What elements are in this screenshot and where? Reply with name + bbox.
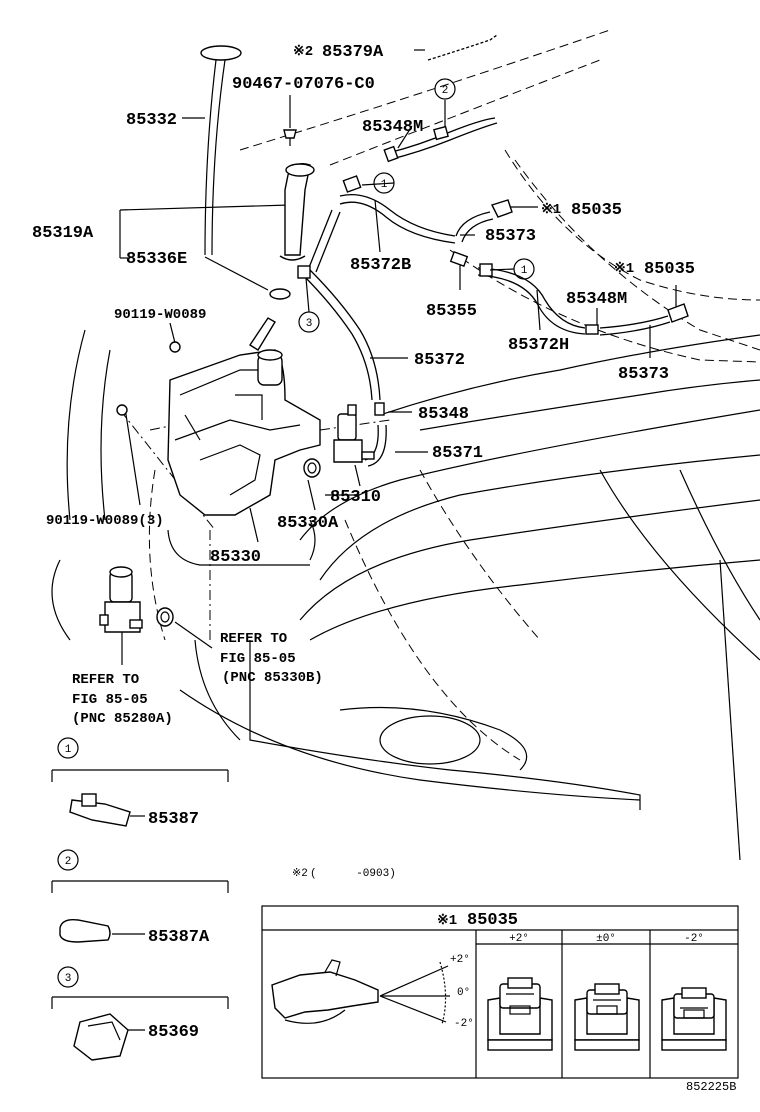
label-85379A: 85379A (322, 43, 384, 62)
label-85336E: 85336E (126, 250, 187, 269)
label-90467: 90467-07076-C0 (232, 75, 375, 94)
refer-to-a-line3: (PNC 85330B) (222, 670, 323, 686)
legend-item-1: 1 85387 (51, 737, 229, 829)
label-85371: 85371 (432, 444, 483, 463)
angle-zero: 0° (457, 987, 470, 999)
col-minus2: -2° (684, 933, 704, 945)
svg-text:2: 2 (65, 856, 72, 868)
label-85330: 85330 (210, 548, 261, 567)
svg-text:3: 3 (65, 973, 72, 985)
nozzle-85035-top (491, 199, 513, 218)
legend-item-3: 3 85369 (51, 966, 229, 1061)
label-85319A: 85319A (32, 224, 94, 243)
svg-text:1: 1 (521, 265, 528, 277)
label-85348: 85348 (418, 405, 469, 424)
label-85348M-right: 85348M (566, 290, 627, 309)
label-85330A: 85330A (277, 514, 339, 533)
nozzle-detail-box: ※1 85035 +2° ±0° -2° +2° 0° -2° (261, 905, 739, 1079)
nozzle-front-plus2 (487, 977, 553, 1051)
grommet-85330B (156, 607, 174, 627)
nozzle-front-minus2 (661, 987, 727, 1051)
figure-id: 852225B (686, 1080, 736, 1094)
svg-text:2: 2 (442, 85, 449, 97)
pump-85310 (333, 404, 375, 463)
nozzle-85035-right (667, 303, 689, 323)
label-90119: 90119-W0089 (114, 307, 206, 323)
inlet-85319A (279, 163, 315, 261)
circle-ref-2-top: 2 (434, 78, 456, 100)
refer-to-b-line3: (PNC 85280A) (72, 711, 173, 727)
label-85372H: 85372H (508, 336, 569, 355)
angle-plus2: +2° (450, 954, 470, 966)
svg-text:3: 3 (306, 318, 313, 330)
refer-to-b-line1: REFER TO (72, 672, 139, 688)
washer-tank-85330 (167, 317, 321, 516)
grommet-85330A (303, 458, 321, 478)
dipstick-85332 (200, 45, 242, 256)
bolts (116, 341, 181, 416)
detail-title-part: 85035 (467, 911, 518, 930)
mark-1-label-top: ※1 (541, 202, 561, 218)
label-90119-3: 90119-W0089(3) (46, 513, 164, 529)
legend-item-2: 2 85387A (51, 849, 229, 947)
circle-ref-1-right: 1 (513, 258, 535, 280)
refer-to-b-line2: FIG 85-05 (72, 692, 148, 708)
svg-text:1: 1 (65, 744, 72, 756)
label-85373-top: 85373 (485, 227, 536, 246)
angle-minus2: -2° (454, 1018, 474, 1030)
col-zero: ±0° (596, 933, 616, 945)
label-85035-right: 85035 (644, 260, 695, 279)
legend-85369: 85369 (148, 1023, 199, 1042)
label-85310: 85310 (330, 488, 381, 507)
label-85332: 85332 (126, 111, 177, 130)
legend-85387A: 85387A (148, 928, 210, 947)
refer-to-a-line2: FIG 85-05 (220, 651, 296, 667)
rear-pump-85280A (99, 566, 143, 633)
nozzle-front-zero (574, 983, 640, 1051)
label-85035-top: 85035 (571, 201, 622, 220)
oring-85336E (269, 288, 291, 300)
washer-hoses (297, 117, 671, 467)
note-2-text: ( -0903) (310, 868, 396, 880)
detail-title-mark: ※1 (437, 913, 457, 929)
mark-2-label: ※2 (293, 44, 313, 60)
hose-85379A (427, 34, 498, 61)
label-85373-right: 85373 (618, 365, 669, 384)
svg-text:1: 1 (381, 179, 388, 191)
note-2-mark: ※2 (292, 868, 308, 880)
clip-90467 (283, 129, 297, 146)
label-85355: 85355 (426, 302, 477, 321)
label-85348M-top: 85348M (362, 118, 423, 137)
label-85372B: 85372B (350, 256, 411, 275)
refer-to-a-line1: REFER TO (220, 631, 287, 647)
circle-ref-3: 3 (298, 311, 320, 333)
label-85372: 85372 (414, 351, 465, 370)
legend-85387: 85387 (148, 810, 199, 829)
col-plus2: +2° (509, 933, 529, 945)
leader-lines (119, 49, 677, 665)
mark-1-label-right: ※1 (614, 261, 634, 277)
